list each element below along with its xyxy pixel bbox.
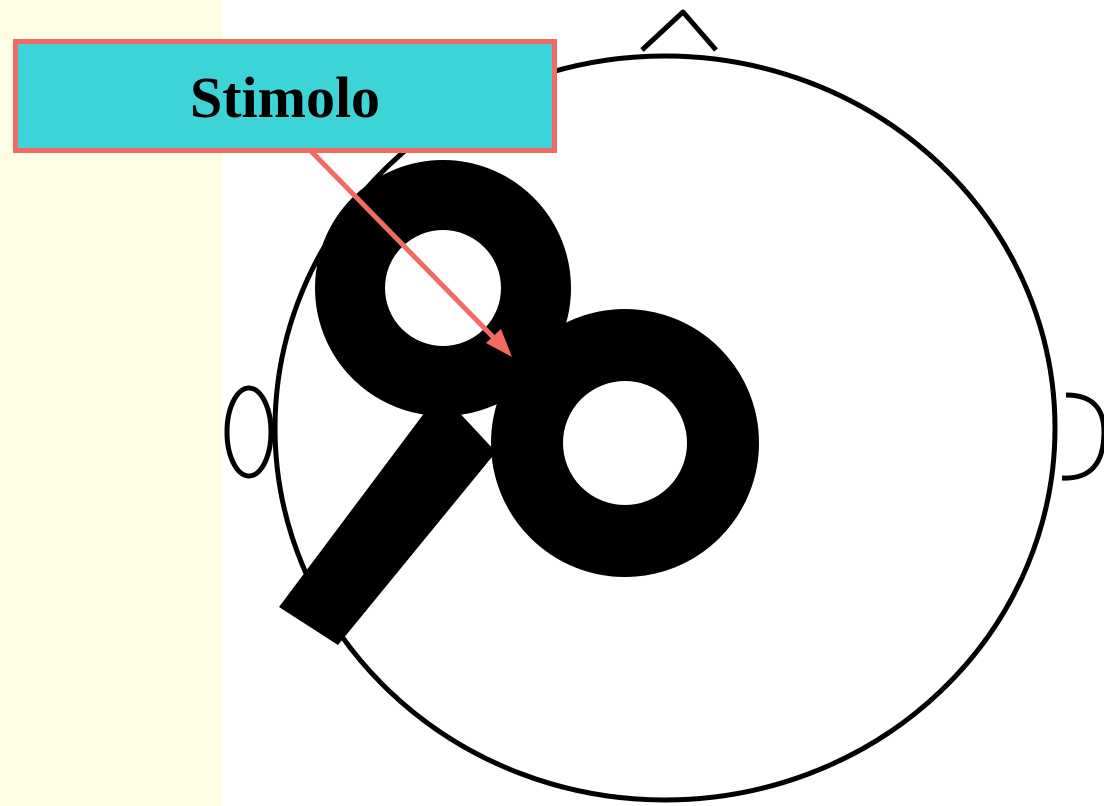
stimolo-label: Stimolo xyxy=(190,65,380,127)
stimolo-label-box: Stimolo xyxy=(13,39,557,153)
